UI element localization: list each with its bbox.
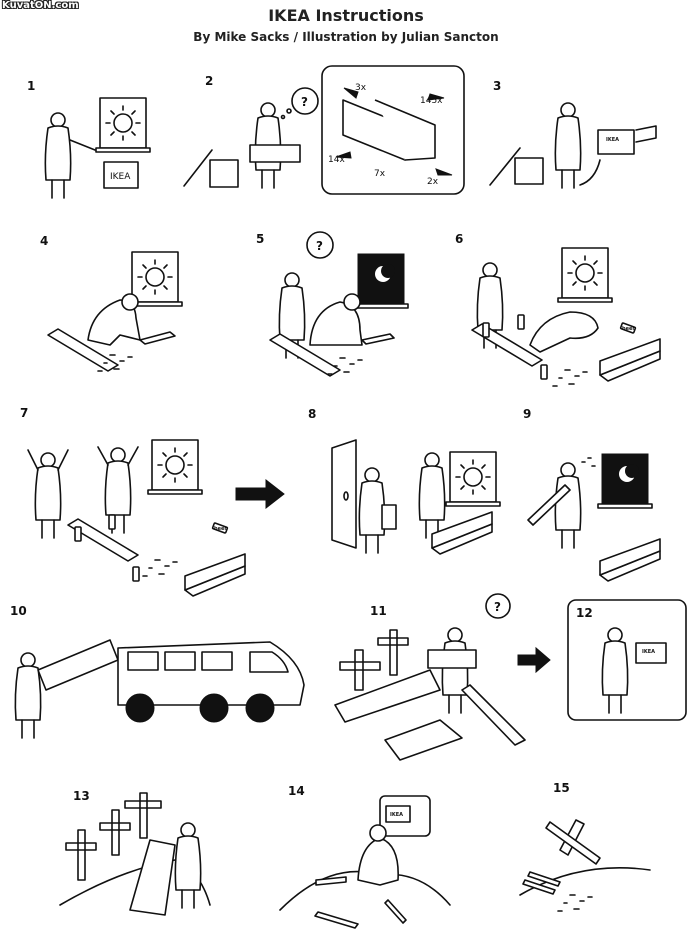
beer-can bbox=[132, 566, 140, 582]
person-figure bbox=[14, 652, 42, 739]
box-label: IKEA bbox=[606, 137, 619, 143]
can-label: beer bbox=[214, 526, 227, 532]
crosses bbox=[65, 792, 162, 881]
panel-13: 13 bbox=[59, 789, 211, 916]
question-mark: ? bbox=[316, 239, 323, 253]
panel-10: 10 bbox=[10, 604, 305, 739]
arrow-right-icon bbox=[235, 478, 285, 510]
watermark: KuvatON.com bbox=[2, 0, 79, 11]
kneeling-person bbox=[357, 837, 399, 886]
panel-4: 4 bbox=[40, 234, 183, 372]
person-figure bbox=[358, 467, 386, 554]
thought-bubble bbox=[485, 593, 511, 619]
panel-15: 15 bbox=[519, 781, 651, 912]
person-figure bbox=[44, 112, 72, 199]
rifle bbox=[527, 484, 571, 526]
panel-9: 9 bbox=[523, 407, 661, 582]
panel-number: 1 bbox=[27, 79, 35, 93]
panel-number: 4 bbox=[40, 234, 48, 248]
coffin bbox=[37, 639, 119, 691]
person-figure bbox=[441, 627, 469, 714]
panel-number: 2 bbox=[205, 74, 213, 88]
panel-8: 8 bbox=[308, 407, 501, 555]
window-sun-icon bbox=[147, 439, 203, 495]
panel-number: 5 bbox=[256, 232, 264, 246]
panel-14: 14 IKEA bbox=[279, 784, 451, 929]
panel-12: 12 IKEA bbox=[567, 599, 687, 721]
window-sun-icon bbox=[557, 247, 613, 303]
panel-number: 11 bbox=[370, 604, 387, 618]
can-label: beer bbox=[622, 326, 635, 332]
page-title: IKEA Instructions bbox=[268, 6, 424, 25]
panel-1: 1 IKEA bbox=[27, 79, 151, 199]
part-count: 14x bbox=[328, 155, 345, 165]
coffin bbox=[334, 669, 441, 723]
person-figure bbox=[174, 822, 202, 909]
question-mark: ? bbox=[301, 95, 308, 109]
panel-3: 3 IKEA bbox=[489, 79, 657, 189]
panel-number: 6 bbox=[455, 232, 463, 246]
part-count: 145x bbox=[420, 96, 443, 106]
panel-number: 13 bbox=[73, 789, 90, 803]
part-count: 3x bbox=[355, 83, 367, 93]
wheel bbox=[199, 693, 229, 723]
box-label: IKEA bbox=[110, 172, 131, 182]
person-figure bbox=[554, 462, 582, 549]
thought-bubble bbox=[291, 87, 319, 115]
wheel bbox=[245, 693, 275, 723]
beer-can bbox=[74, 526, 82, 542]
coffin bbox=[129, 839, 176, 916]
part-count: 2x bbox=[427, 177, 439, 187]
panel-2: 2 ? 3x 145x 14x 7x 2x bbox=[183, 65, 465, 195]
grave bbox=[384, 719, 463, 761]
beer-can bbox=[517, 314, 525, 330]
ikea-box-icon bbox=[635, 642, 667, 664]
beer-can bbox=[540, 364, 548, 380]
panel-5: 5 ? bbox=[256, 231, 409, 377]
panel-number: 7 bbox=[20, 406, 28, 420]
window-sun-icon bbox=[95, 97, 151, 153]
panel-6: 6 beer bbox=[455, 232, 661, 387]
panel-number: 12 bbox=[576, 606, 593, 620]
person-figure bbox=[418, 452, 446, 539]
byline: By Mike Sacks / Illustration by Julian S… bbox=[193, 30, 499, 44]
crawling-person bbox=[309, 301, 363, 346]
panel-number: 8 bbox=[308, 407, 316, 421]
panel-number: 14 bbox=[288, 784, 305, 798]
person-figure bbox=[34, 452, 62, 539]
lying-person bbox=[529, 311, 599, 353]
window-moon-icon bbox=[353, 253, 409, 309]
panel-number: 15 bbox=[553, 781, 570, 795]
wheel bbox=[125, 693, 155, 723]
window-sun-icon bbox=[445, 451, 501, 507]
box-label: IKEA bbox=[390, 812, 403, 818]
panel-11: 11 ? bbox=[334, 593, 551, 761]
ikea-box-icon bbox=[385, 805, 411, 823]
panel-number: 10 bbox=[10, 604, 27, 618]
question-mark: ? bbox=[494, 600, 501, 614]
beer-can bbox=[482, 322, 490, 338]
part-count: 7x bbox=[374, 169, 386, 179]
panel-number: 9 bbox=[523, 407, 531, 421]
window-moon-icon bbox=[597, 453, 653, 509]
arrow-right-icon bbox=[517, 646, 551, 674]
crosses bbox=[339, 629, 409, 691]
beer-can bbox=[108, 514, 116, 530]
box-label: IKEA bbox=[642, 649, 655, 655]
panel-7: 7 beer bbox=[20, 406, 285, 597]
person-figure bbox=[554, 102, 582, 189]
ikea-box-icon bbox=[103, 161, 139, 189]
thought-bubble bbox=[306, 231, 334, 259]
panel-number: 3 bbox=[493, 79, 501, 93]
ikea-box-icon bbox=[597, 129, 635, 155]
